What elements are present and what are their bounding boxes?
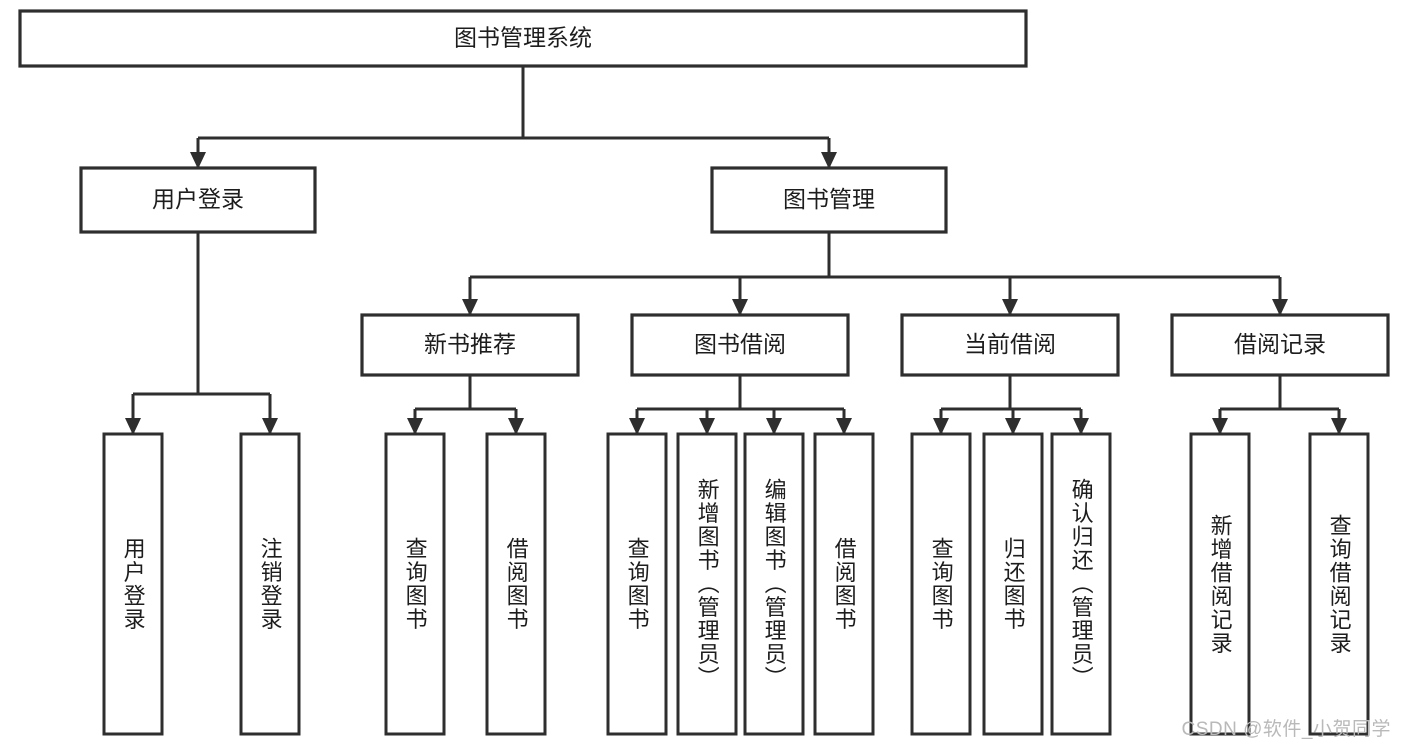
arrow-head-icon xyxy=(1331,418,1347,435)
arrow-head-icon xyxy=(407,418,423,435)
arrow-head-icon xyxy=(508,418,524,435)
node-box-leaf-query-record[interactable] xyxy=(1308,432,1370,736)
arrow-head-icon xyxy=(732,299,748,316)
node-box-book-manage[interactable] xyxy=(710,166,948,234)
arrow-head-icon xyxy=(629,418,645,435)
arrow-head-icon xyxy=(262,418,278,435)
edges-group xyxy=(125,66,1347,435)
node-label-user-login: 用户登录 xyxy=(152,186,244,212)
node-box-leaf-logout[interactable] xyxy=(239,432,301,736)
node-box-leaf-query-book-rec[interactable] xyxy=(384,432,446,736)
node-label-current-borrow: 当前借阅 xyxy=(964,331,1056,357)
arrow-head-icon xyxy=(462,299,478,316)
arrow-head-icon xyxy=(766,418,782,435)
node-box-borrow-record[interactable] xyxy=(1170,313,1390,377)
node-box-root[interactable] xyxy=(18,9,1028,68)
node-box-leaf-add-record[interactable] xyxy=(1189,432,1251,736)
node-box-leaf-confirm-return[interactable] xyxy=(1050,432,1112,736)
arrow-head-icon xyxy=(821,152,837,169)
arrow-head-icon xyxy=(1073,418,1089,435)
arrow-head-icon xyxy=(1002,299,1018,316)
node-box-leaf-user-login[interactable] xyxy=(102,432,164,736)
arrow-head-icon xyxy=(933,418,949,435)
arrow-head-icon xyxy=(125,418,141,435)
node-box-new-book-rec[interactable] xyxy=(360,313,580,377)
arrow-head-icon xyxy=(699,418,715,435)
arrow-head-icon xyxy=(1005,418,1021,435)
arrow-head-icon xyxy=(836,418,852,435)
node-label-new-book-rec: 新书推荐 xyxy=(424,331,516,357)
node-label-book-manage: 图书管理 xyxy=(783,186,875,212)
node-label-borrow-record: 借阅记录 xyxy=(1234,331,1326,357)
node-box-book-borrow[interactable] xyxy=(630,313,850,377)
watermark-text: CSDN @软件_小贺同学 xyxy=(1181,719,1391,740)
node-box-leaf-add-book[interactable] xyxy=(676,432,738,736)
node-box-leaf-borrow-book-rec[interactable] xyxy=(485,432,547,736)
arrow-head-icon xyxy=(1212,418,1228,435)
node-box-current-borrow[interactable] xyxy=(900,313,1120,377)
node-box-leaf-edit-book[interactable] xyxy=(743,432,805,736)
node-label-book-borrow: 图书借阅 xyxy=(694,331,786,357)
node-label-root: 图书管理系统 xyxy=(454,25,592,51)
node-box-leaf-query-book-borrow[interactable] xyxy=(606,432,668,736)
node-box-user-login[interactable] xyxy=(79,166,317,234)
arrow-head-icon xyxy=(1272,299,1288,316)
node-box-leaf-borrow-book[interactable] xyxy=(813,432,875,736)
node-box-leaf-query-book-cur[interactable] xyxy=(910,432,972,736)
node-box-leaf-return-book[interactable] xyxy=(982,432,1044,736)
arrow-head-icon xyxy=(190,152,206,169)
